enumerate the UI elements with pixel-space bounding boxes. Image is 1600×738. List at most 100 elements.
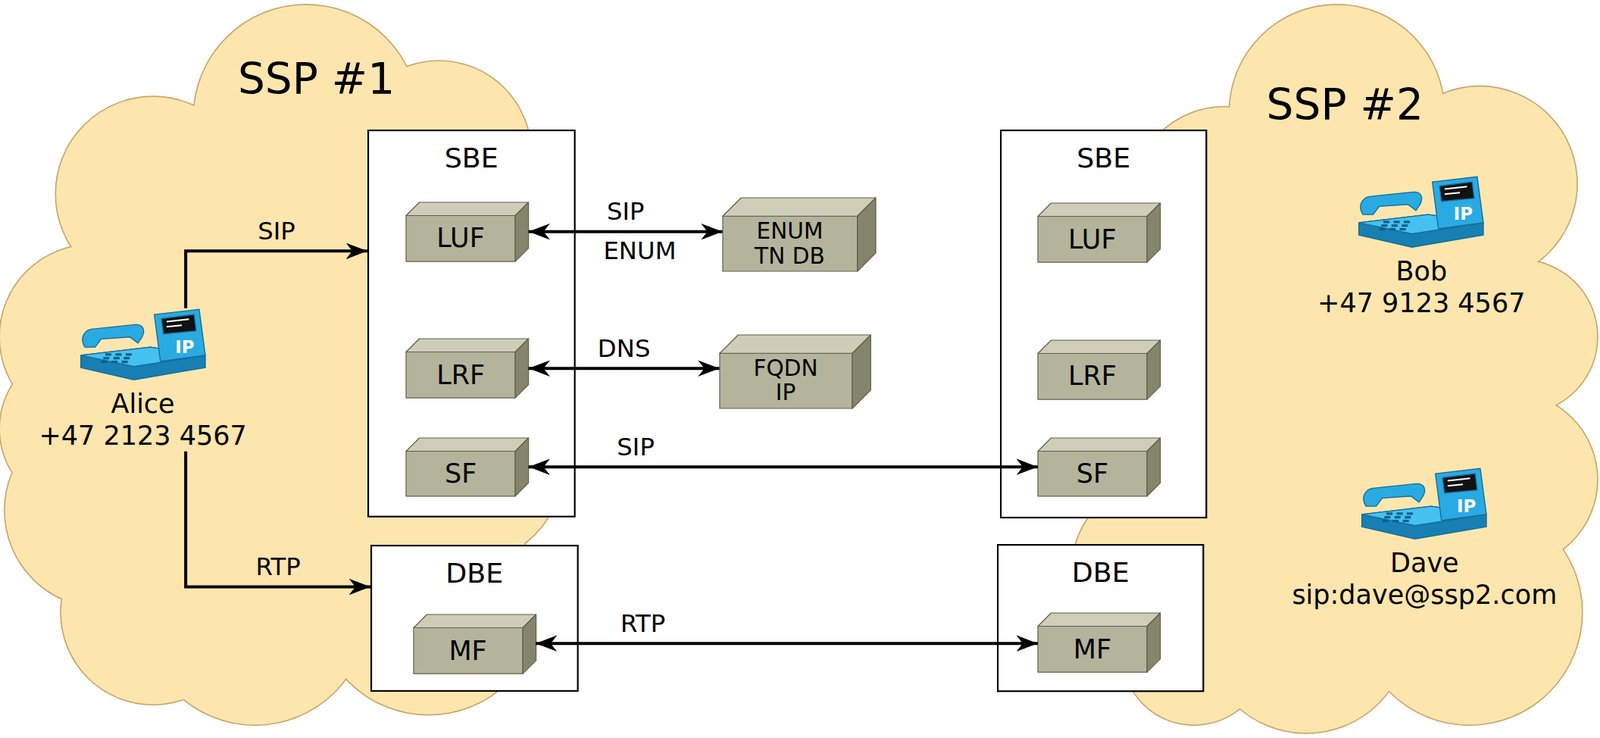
cloud-fill (1132, 106, 1316, 291)
phone-key (1384, 515, 1391, 519)
block-side (852, 334, 871, 409)
block-front (1037, 626, 1147, 673)
sbe-box: SBELUFLRFSF (1000, 129, 1207, 519)
block-side (1146, 203, 1161, 263)
label-holder: ENUM (603, 236, 676, 266)
box-title: SBE (1000, 141, 1207, 175)
cloud-outline (1423, 393, 1597, 567)
cloud-fill (143, 500, 368, 725)
phone-key (1391, 224, 1398, 227)
provider-cloud: SSP #2Bob+47 9123 4567Davesip:dave@ssp2.… (1061, 0, 1600, 738)
block-top (413, 614, 537, 629)
block-side (515, 338, 529, 398)
block-side (522, 614, 537, 674)
cloud-outline (61, 153, 511, 603)
phone-key (1382, 519, 1389, 522)
box-title: DBE (370, 556, 579, 591)
panel-border (368, 130, 575, 517)
block-front (413, 627, 523, 674)
connector (528, 366, 720, 370)
phone-key (1394, 515, 1401, 519)
block-top (1037, 437, 1161, 452)
phone-key (1379, 228, 1386, 231)
function-block: SF (406, 437, 529, 497)
block-front (1037, 450, 1147, 496)
label-holder: IP (1453, 205, 1473, 223)
phone-screen-line (1447, 478, 1471, 481)
block-side (856, 197, 875, 272)
provider-cloud: SSP #1Alice+47 2123 4567SBELUFLRFSFDBEMF (0, 0, 572, 731)
connector (185, 250, 368, 308)
function-name: SF (444, 457, 477, 490)
phone-key (1393, 220, 1400, 223)
phone-handset (82, 324, 144, 347)
connector (528, 465, 1038, 469)
block-top (406, 437, 529, 452)
block-side (1146, 612, 1161, 672)
connector (535, 641, 1038, 645)
function-name: SF (1076, 457, 1109, 490)
block-front (719, 353, 853, 409)
function-name: LUF (436, 221, 485, 254)
cloud-fill (387, 234, 572, 419)
function-name: MF (1073, 633, 1112, 666)
function-block: MF (1037, 612, 1161, 672)
cloud-fill (1443, 259, 1597, 413)
cloud-outline (1061, 296, 1245, 480)
user-label: Bob (1395, 255, 1447, 288)
cloud-outline (1229, 5, 1444, 220)
cloud-outline (1132, 106, 1316, 291)
phone-key (1406, 512, 1413, 515)
connector (528, 230, 723, 234)
database-block: ENUM TN DB (722, 197, 876, 272)
phone-key (1381, 224, 1388, 227)
phone-badge: IP (1456, 497, 1476, 516)
cloud-fill (1229, 5, 1444, 220)
phone-key (1383, 220, 1390, 223)
phone-screen (1440, 181, 1475, 202)
user-label: +47 2123 4567 (38, 419, 247, 452)
cloud-title: SSP #2 (1266, 79, 1424, 132)
protocol-label: SIP (616, 432, 655, 463)
phone-badge: IP (175, 338, 194, 357)
database-block: FQDN IP (719, 334, 871, 409)
cloud-fill (0, 244, 184, 429)
phone-key (1400, 228, 1407, 231)
cloud-fill (316, 490, 541, 715)
block-top (1037, 612, 1161, 627)
block-top (1037, 203, 1161, 217)
phone-key (111, 360, 118, 363)
function-name: LRF (436, 359, 485, 391)
phone-key (1403, 519, 1410, 522)
cloud-fill (1356, 500, 1582, 725)
protocol-label: SIP (257, 216, 296, 247)
protocol-label: DNS (597, 334, 651, 364)
phone-console (1432, 176, 1484, 229)
ip-phone: Davesip:dave@ssp2.com (1291, 467, 1557, 611)
cloud-title: SSP #1 (237, 53, 395, 106)
cloud-outline (377, 377, 561, 561)
phone-handset (1360, 191, 1422, 215)
function-block: SF (1037, 437, 1161, 497)
cloud-fill (61, 153, 511, 603)
box-title: SBE (367, 141, 576, 175)
edge-label-holder: RTP (255, 552, 300, 582)
phone-key (105, 353, 112, 356)
block-top (406, 202, 529, 216)
block-top (1037, 340, 1161, 354)
cloud-fill (61, 520, 245, 704)
phone-key (103, 356, 110, 360)
phone-key (113, 356, 120, 360)
label-holder: IP (175, 338, 194, 357)
phone-handset (1363, 483, 1425, 507)
user-label: sip:dave@ssp2.com (1291, 578, 1557, 611)
edge-label-holder: DNS (597, 334, 651, 364)
phone-screen (1443, 473, 1479, 494)
phone-key (121, 360, 128, 363)
block-top (719, 334, 871, 354)
cloud-outline (316, 490, 541, 715)
phone-key (1403, 220, 1410, 223)
cloud-outline (1143, 183, 1552, 592)
function-block: LUF (406, 202, 529, 262)
